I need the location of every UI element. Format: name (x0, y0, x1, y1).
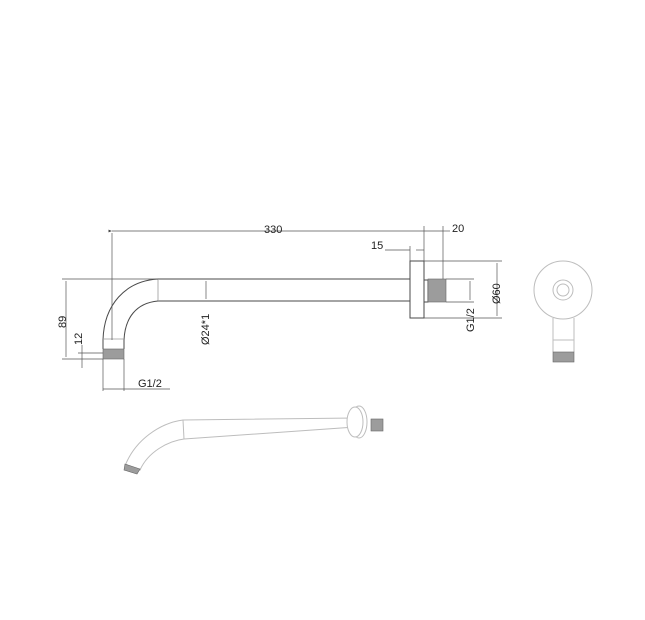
outlet-thread (102, 348, 125, 360)
dim-length-label: 330 (264, 224, 282, 236)
dim-inlet-thread: G1/2 (446, 278, 477, 332)
dim-d60-label: Ø60 (491, 283, 503, 304)
dim-outlet-thread: G1/2 (102, 359, 170, 391)
end-view (533, 260, 593, 363)
tube (157, 278, 410, 302)
dim-outlet-g12-label: G1/2 (138, 378, 162, 390)
inlet-thread (427, 278, 447, 303)
side-view: 330 20 15 Ø60 G1/2 (57, 223, 503, 391)
end-view-thread (552, 351, 575, 363)
dim-89-label: 89 (57, 316, 69, 328)
dim-flange-thickness: 20 (424, 223, 464, 279)
dim-20-label: 20 (452, 223, 464, 235)
dim-thread-height: 12 (73, 333, 103, 368)
dim-12-label: 12 (73, 333, 85, 345)
dim-length: 330 (108, 224, 425, 340)
perspective-view (123, 405, 384, 475)
dim-15-label: 15 (371, 240, 383, 252)
dim-tube-diameter: Ø24*1 (200, 281, 212, 345)
perspective-inlet-thread (370, 418, 384, 432)
wall-flange (409, 260, 425, 319)
dim-d24-label: Ø24*1 (200, 314, 212, 345)
dim-flange-offset: 15 (371, 240, 424, 261)
dim-inlet-g12-label: G1/2 (465, 308, 477, 332)
dim-height: 89 (57, 278, 158, 360)
dim-flange-diameter: Ø60 (424, 260, 503, 319)
elbow (102, 278, 159, 349)
